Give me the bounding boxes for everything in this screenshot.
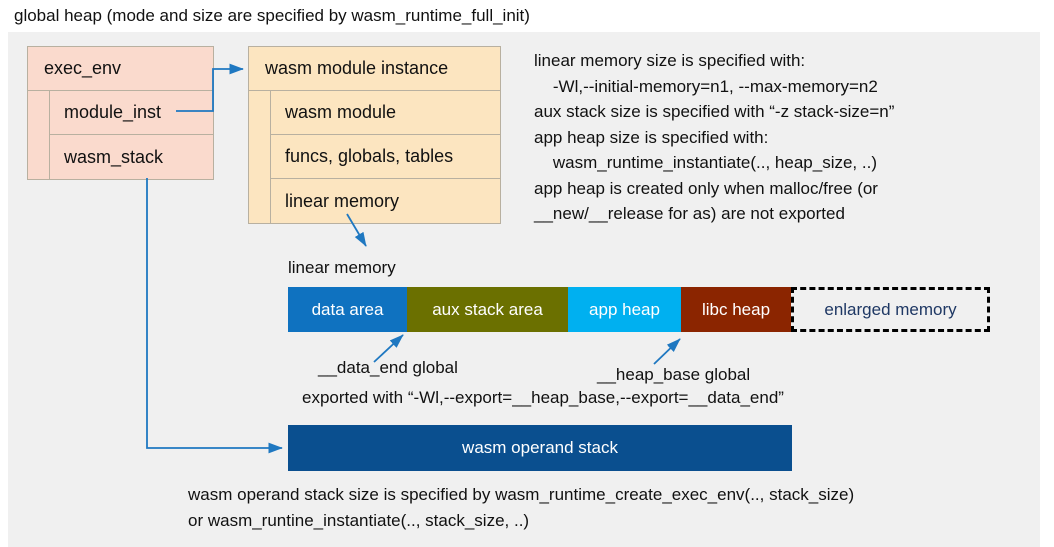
page-title: global heap (mode and size are specified… xyxy=(14,6,530,25)
data-end-annotation: __data_end global xyxy=(318,358,458,377)
memory-segment-enlarged-memory: enlarged memory xyxy=(791,287,990,332)
memory-segment-aux-stack-area: aux stack area xyxy=(407,287,568,332)
wasm-module-instance-box: wasm module instance wasm module funcs, … xyxy=(248,46,501,224)
memory-segment-app-heap: app heap xyxy=(568,287,681,332)
module-instance-gutter xyxy=(249,91,271,223)
linear-memory-label: linear memory xyxy=(288,258,396,277)
module-instance-header: wasm module instance xyxy=(249,47,500,91)
exported-with-annotation: exported with “-Wl,--export=__heap_base,… xyxy=(302,388,784,407)
heap-base-annotation: __heap_base global xyxy=(597,365,751,384)
module-instance-row-linear-memory: linear memory xyxy=(285,190,400,211)
memory-segment-libc-heap: libc heap xyxy=(681,287,791,332)
module-instance-row-funcs-globals-tables: funcs, globals, tables xyxy=(271,135,500,179)
exec-env-header: exec_env xyxy=(28,47,213,91)
exec-env-box: exec_env module_inst wasm_stack xyxy=(27,46,214,180)
module-instance-rows: wasm module funcs, globals, tables linea… xyxy=(249,91,500,223)
exec-env-gutter xyxy=(28,91,50,179)
exec-env-rows: module_inst wasm_stack xyxy=(28,91,213,179)
wasm-operand-stack-bar: wasm operand stack xyxy=(288,425,792,471)
operand-stack-note: wasm operand stack size is specified by … xyxy=(188,485,855,530)
memory-segment-data-area: data area xyxy=(288,287,407,332)
linear-memory-notes: linear memory size is specified with: -W… xyxy=(534,51,895,223)
exec-env-row-wasm-stack: wasm_stack xyxy=(64,146,164,167)
exec-env-row-module-inst: module_inst xyxy=(50,91,213,135)
module-instance-row-wasm-module: wasm module xyxy=(271,91,500,135)
